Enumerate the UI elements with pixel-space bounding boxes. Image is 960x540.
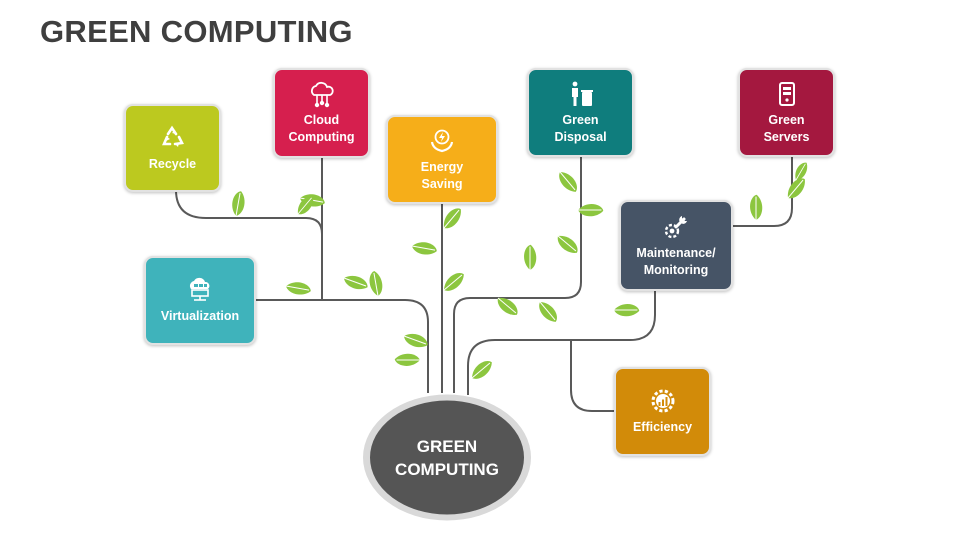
node-recycle: Recycle xyxy=(124,104,221,192)
green-servers-label: Green Servers xyxy=(763,112,810,144)
efficiency-label: Efficiency xyxy=(632,420,693,434)
node-cloud-computing: Cloud Computing xyxy=(273,68,370,158)
node-green-disposal: Green Disposal xyxy=(527,68,634,157)
gear-chart-icon xyxy=(651,389,674,413)
server-icon xyxy=(778,81,795,106)
maintenance-monitoring-label: Maintenance/ Monitoring xyxy=(636,245,716,277)
node-virtualization: Virtualization xyxy=(144,256,256,345)
hub-label: GREEN COMPUTING xyxy=(395,436,499,479)
virtualization-label: Virtualization xyxy=(160,309,240,323)
recycle-icon xyxy=(161,125,184,147)
energy-hand-icon xyxy=(430,129,454,152)
cloud-network-icon xyxy=(189,277,210,301)
node-maintenance-monitoring: Maintenance/ Monitoring xyxy=(619,200,733,291)
hub-circle xyxy=(363,394,531,521)
node-energy-saving: Energy Saving xyxy=(386,115,498,204)
node-efficiency: Efficiency xyxy=(614,367,711,456)
page-title: GREEN COMPUTING xyxy=(40,14,353,49)
cloud-computing-label: Cloud Computing xyxy=(288,113,355,144)
cloud-computing-icon xyxy=(310,81,334,108)
trash-disposal-icon xyxy=(571,81,593,106)
energy-saving-label: Energy Saving xyxy=(420,159,464,191)
green-disposal-label: Green Disposal xyxy=(554,112,607,144)
node-green-servers: Green Servers xyxy=(738,68,835,157)
wrench-gear-icon xyxy=(664,215,687,238)
recycle-label: Recycle xyxy=(148,156,197,171)
